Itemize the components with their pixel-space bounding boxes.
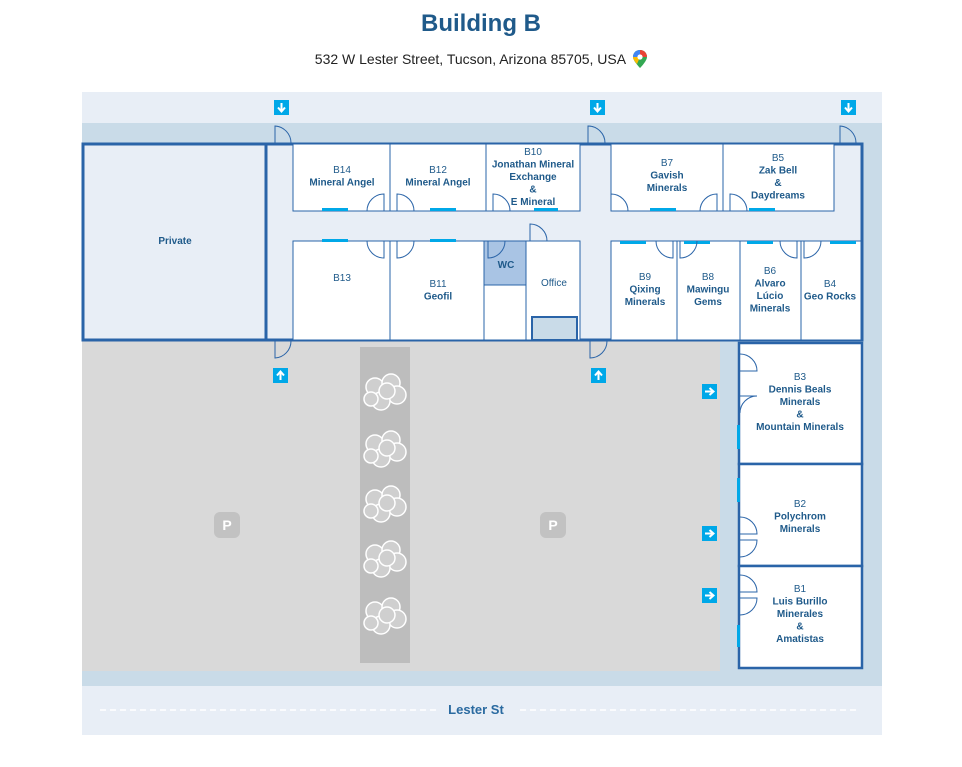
- arrow-right-icon[interactable]: [702, 526, 717, 541]
- arrow-up-icon[interactable]: [273, 368, 288, 383]
- room-wc-label: WC: [498, 260, 515, 271]
- arrow-right-icon[interactable]: [702, 384, 717, 399]
- arrow-down-icon[interactable]: [841, 100, 856, 115]
- curb: [82, 671, 200, 686]
- room-b3-name-line: Mountain Minerals: [756, 422, 844, 433]
- room-b5-name-line: &: [774, 178, 781, 189]
- room-b3-name-line: Dennis Beals: [769, 385, 832, 396]
- room-b1-name-line: Minerales: [777, 609, 824, 620]
- room-b6[interactable]: [739, 240, 802, 341]
- room-wc[interactable]: [483, 240, 527, 286]
- room-b14-name-line: Mineral Angel: [309, 178, 374, 189]
- tree-icon: [363, 597, 407, 635]
- room-b2-name-line: Polychrom: [774, 512, 826, 523]
- arrow-down-icon[interactable]: [590, 100, 605, 115]
- tree-icon: [363, 373, 407, 411]
- room-b3-name-line: Minerals: [780, 397, 821, 408]
- room-b5-name-line: Zak Bell: [759, 166, 798, 177]
- address-text: 532 W Lester Street, Tucson, Arizona 857…: [314, 51, 626, 68]
- room-b10[interactable]: [485, 143, 581, 212]
- parking-symbol: P: [548, 517, 557, 533]
- room-b11[interactable]: [389, 240, 485, 341]
- room-b1-name-line: Luis Burillo: [773, 597, 828, 608]
- room-b4[interactable]: [800, 240, 862, 341]
- room-b5-code: B5: [772, 153, 785, 164]
- door-swings: [274, 125, 857, 616]
- room-b11-code: B11: [429, 279, 446, 290]
- room-b10-code: B10: [524, 147, 542, 158]
- room-b5-name-line: Daydreams: [751, 191, 805, 202]
- room-b6-name-line: Alvaro: [754, 279, 785, 290]
- room-b1[interactable]: [737, 564, 864, 670]
- room-b14-code: B14: [333, 165, 351, 176]
- room-office-label: Office: [541, 278, 567, 289]
- room-b3-code: B3: [794, 372, 807, 383]
- room-b9-code: B9: [639, 272, 652, 283]
- room-b12[interactable]: [389, 143, 487, 212]
- room-b11-name-line: Geofil: [424, 292, 453, 303]
- room-b10-name-line: Jonathan Mineral: [492, 160, 574, 171]
- room-b1-name-line: &: [796, 622, 803, 633]
- room-b3[interactable]: [737, 341, 864, 466]
- room-b4-code: B4: [824, 279, 837, 290]
- room-b12-code: B12: [429, 165, 447, 176]
- room-b4-name-line: Geo Rocks: [804, 292, 857, 303]
- tree-icon: [363, 430, 407, 468]
- room-b2-code: B2: [794, 499, 807, 510]
- room-b13-code: B13: [333, 273, 351, 284]
- room-private-label: Private: [158, 236, 192, 247]
- room-b7-code: B7: [661, 158, 674, 169]
- page-title: Building B: [421, 10, 541, 37]
- parking-symbol: P: [222, 517, 231, 533]
- arrow-down-icon[interactable]: [274, 100, 289, 115]
- address: 532 W Lester Street, Tucson, Arizona 857…: [0, 50, 962, 71]
- office-entry: [531, 316, 578, 341]
- parking-icon: P: [540, 512, 566, 538]
- curb: [258, 671, 523, 686]
- room-b9-name-line: Qixing: [629, 285, 660, 296]
- door-markers: [322, 208, 856, 647]
- room-b12-name-line: Mineral Angel: [405, 178, 470, 189]
- room-b10-name-line: E Mineral: [511, 197, 556, 208]
- room-b8[interactable]: [676, 240, 741, 341]
- room-b13[interactable]: [292, 240, 391, 341]
- room-storage: [483, 284, 527, 341]
- room-b2[interactable]: [737, 462, 864, 568]
- room-b8-name-line: Gems: [694, 297, 722, 308]
- room-b10-name-line: Exchange: [509, 172, 557, 183]
- room-b1-name-line: Amatistas: [776, 634, 824, 645]
- room-b2-name-line: Minerals: [780, 524, 821, 535]
- room-b9-name-line: Minerals: [625, 297, 666, 308]
- room-b6-name-line: Lúcio: [757, 291, 784, 302]
- arrow-up-icon[interactable]: [591, 368, 606, 383]
- curb: [585, 671, 882, 686]
- street-name: Lester St: [448, 702, 504, 717]
- map-pin-icon[interactable]: [633, 50, 648, 71]
- room-b3-name-line: &: [796, 410, 803, 421]
- room-b10-name-line: &: [529, 185, 536, 196]
- room-b6-name-line: Minerals: [750, 304, 791, 315]
- room-b5[interactable]: [722, 143, 835, 212]
- room-b14[interactable]: [292, 143, 391, 212]
- room-private[interactable]: [81, 142, 268, 342]
- tree-group: [363, 373, 407, 635]
- room-b7-name-line: Gavish: [650, 171, 683, 182]
- tree-icon: [363, 485, 407, 523]
- room-b6-code: B6: [764, 266, 777, 277]
- room-b8-name-line: Mawingu: [687, 285, 730, 296]
- room-b7-name-line: Minerals: [647, 183, 688, 194]
- parking-icon: P: [214, 512, 240, 538]
- arrow-right-icon[interactable]: [702, 588, 717, 603]
- street-label-bg: [436, 700, 516, 720]
- room-b1-code: B1: [794, 584, 807, 595]
- tree-icon: [363, 540, 407, 578]
- room-b8-code: B8: [702, 272, 715, 283]
